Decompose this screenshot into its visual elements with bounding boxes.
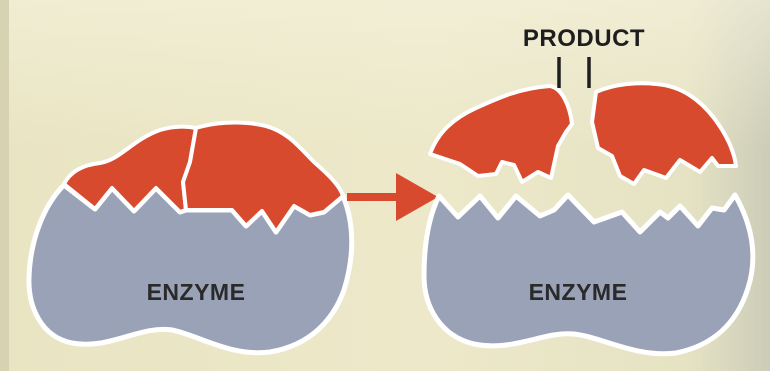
right-enzyme-body bbox=[424, 195, 753, 354]
left-page-edge bbox=[0, 0, 9, 371]
left-enzyme-label: ENZYME bbox=[147, 279, 246, 305]
right-enzyme-label: ENZYME bbox=[529, 279, 628, 305]
right-page-edge bbox=[770, 0, 780, 371]
product-label: PRODUCT bbox=[523, 25, 645, 52]
